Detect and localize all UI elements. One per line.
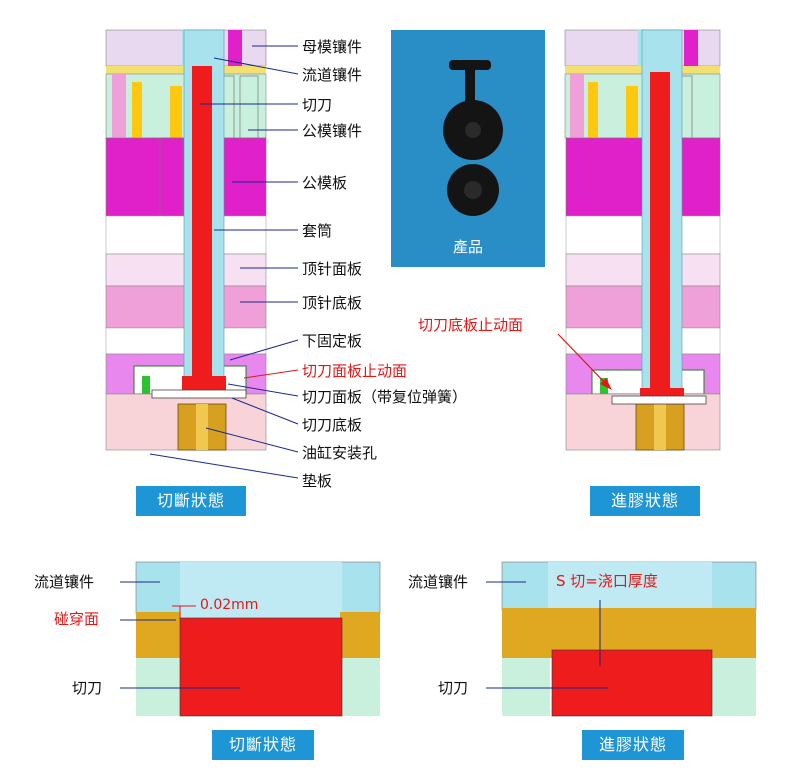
photo-caption: 產品 bbox=[452, 238, 483, 256]
label-cutter-face-stop: 切刀面板止动面 bbox=[302, 362, 408, 380]
detail-right-s-cut: S 切=浇口厚度 bbox=[556, 572, 658, 590]
status-cut-top: 切斷狀態 bbox=[136, 486, 246, 516]
label-cylinder-hole: 油缸安装孔 bbox=[302, 444, 378, 462]
label-ejector-base: 顶针底板 bbox=[302, 294, 363, 312]
label-runner-insert: 流道镶件 bbox=[302, 66, 363, 84]
cutter-red-left bbox=[192, 66, 212, 376]
product-photo: 產品 bbox=[391, 30, 545, 267]
label-spacer-plate: 垫板 bbox=[302, 472, 333, 490]
detail-right-runner-insert: 流道镶件 bbox=[408, 573, 469, 591]
detail-left-collision-face: 碰穿面 bbox=[54, 610, 100, 628]
label-cutter-base-plate: 切刀底板 bbox=[302, 416, 363, 434]
detail-left-runner-insert: 流道镶件 bbox=[34, 573, 95, 591]
label-female-insert: 母模镶件 bbox=[302, 38, 363, 56]
label-cutter-face-plate: 切刀面板（带复位弹簧） bbox=[302, 388, 468, 406]
label-lower-fixed-plate: 下固定板 bbox=[302, 332, 363, 350]
status-cut-bottom: 切斷狀態 bbox=[212, 730, 314, 760]
detail-left-cutter: 切刀 bbox=[72, 679, 103, 697]
status-feed-top: 進膠狀態 bbox=[590, 486, 700, 516]
label-sleeve: 套筒 bbox=[302, 222, 333, 240]
label-ejector-plate: 顶针面板 bbox=[302, 260, 363, 278]
detail-left-gap: 0.02mm bbox=[200, 597, 259, 613]
label-male-insert: 公模镶件 bbox=[302, 122, 363, 140]
status-feed-bottom: 進膠狀態 bbox=[582, 730, 684, 760]
detail-right-cutter: 切刀 bbox=[438, 679, 469, 697]
label-cutter-base-stop: 切刀底板止动面 bbox=[418, 316, 524, 334]
label-cutter: 切刀 bbox=[302, 96, 333, 114]
label-male-plate: 公模板 bbox=[302, 174, 348, 192]
